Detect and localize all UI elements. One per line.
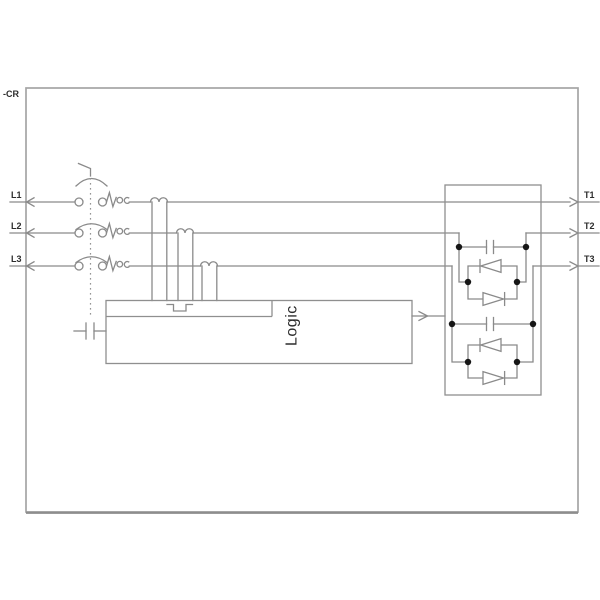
arrow-right-icon: [569, 227, 580, 239]
arrow-right-icon: [569, 196, 580, 208]
thyristor-icon: [478, 258, 502, 274]
output-terminal-t3: T3: [532, 254, 600, 272]
terminal-label-l2: L2: [11, 221, 22, 231]
coil-loop-icon: [123, 196, 130, 204]
scr-branch-t2: [455, 232, 530, 307]
current-transformer-l2: [175, 228, 195, 302]
input-terminal-l3: L3: [9, 254, 35, 272]
zigzag-icon: [105, 190, 118, 209]
contact-terminal-icon: [74, 261, 84, 271]
current-transformer-l1: [149, 197, 169, 302]
reference-designator: -CR: [3, 89, 19, 99]
contactor-pole-l2: [74, 223, 108, 238]
thyristor-module: [444, 184, 542, 396]
ct-humps-icon: [175, 228, 195, 234]
overload-element-l3: [105, 254, 130, 273]
output-terminal-t2: T2: [525, 221, 600, 239]
thyristor-icon: [478, 337, 502, 353]
contact-arc-icon: [75, 223, 108, 231]
scr-branch-t3: [448, 265, 537, 386]
coil-loop-icon: [116, 227, 124, 235]
contact-terminal-icon: [74, 197, 84, 207]
wire: [516, 246, 527, 283]
actuator-capacitor-icon: [73, 322, 107, 340]
thyristor-triangle: [482, 291, 506, 307]
coil-loop-icon: [116, 196, 124, 204]
phase-l1-circuit: L1 T1: [9, 162, 600, 302]
overload-element-l2: [105, 221, 130, 240]
contact-terminal-icon: [97, 261, 108, 271]
snubber-capacitor-icon: [485, 239, 495, 255]
coil-loop-icon: [123, 260, 130, 268]
junction-dot: [529, 320, 537, 328]
actuator-lever-icon: [77, 162, 92, 177]
terminal-label-t2: T2: [584, 221, 595, 231]
thyristor-triangle: [478, 337, 502, 353]
thyristor-triangle: [482, 370, 506, 386]
junction-dot: [464, 278, 472, 286]
junction-dot: [513, 278, 521, 286]
snubber-capacitor-icon: [485, 316, 495, 332]
wire: [516, 323, 534, 363]
contact-terminal-icon: [74, 228, 84, 238]
thyristor-icon: [482, 370, 506, 386]
contact-terminal-icon: [97, 228, 108, 238]
coil-loop-icon: [116, 260, 124, 268]
contactor-linkage: [73, 178, 107, 340]
input-terminal-l2: L2: [9, 221, 35, 239]
control-signal-arrow: [411, 310, 446, 322]
contact-arc-icon: [75, 177, 108, 187]
thyristor-module-outline: [444, 184, 542, 396]
phase-l2-circuit: L2 T2: [9, 221, 600, 302]
junction-dot: [513, 358, 521, 366]
junction-dot: [522, 243, 530, 251]
zigzag-icon: [105, 221, 118, 240]
contactor-pole-l1: [74, 162, 108, 207]
terminal-label-t1: T1: [584, 190, 595, 200]
diagram-frame: -CR: [3, 87, 579, 514]
phase-l3-circuit: L3 T3: [9, 254, 600, 302]
logic-box-outline: [105, 299, 413, 365]
wire: [458, 246, 469, 283]
output-terminal-t1: T1: [569, 190, 600, 208]
contact-terminal-icon: [97, 197, 108, 207]
thyristor-icon: [482, 291, 506, 307]
wire: [451, 323, 469, 363]
contact-arc-icon: [75, 256, 108, 264]
shunt-icon: [166, 303, 194, 312]
contactor-pole-l3: [74, 256, 108, 271]
overload-element-l1: [105, 190, 130, 209]
logic-label: Logic: [284, 305, 301, 346]
input-terminal-l1: L1: [9, 190, 35, 208]
junction-dot: [455, 243, 463, 251]
junction-dot: [448, 320, 456, 328]
current-transformer-l3: [199, 261, 219, 302]
junction-dot: [464, 358, 472, 366]
terminal-label-l1: L1: [11, 190, 22, 200]
zigzag-icon: [105, 254, 118, 273]
measurement-strip: [106, 300, 273, 318]
terminal-label-l3: L3: [11, 254, 22, 264]
ct-humps-icon: [149, 197, 169, 203]
ct-humps-icon: [199, 261, 219, 267]
logic-box: Logic: [105, 299, 446, 365]
arrow-right-icon: [569, 260, 580, 272]
thyristor-triangle: [478, 258, 502, 274]
terminal-label-t3: T3: [584, 254, 595, 264]
coil-loop-icon: [123, 227, 130, 235]
arrow-right-icon: [418, 310, 430, 322]
